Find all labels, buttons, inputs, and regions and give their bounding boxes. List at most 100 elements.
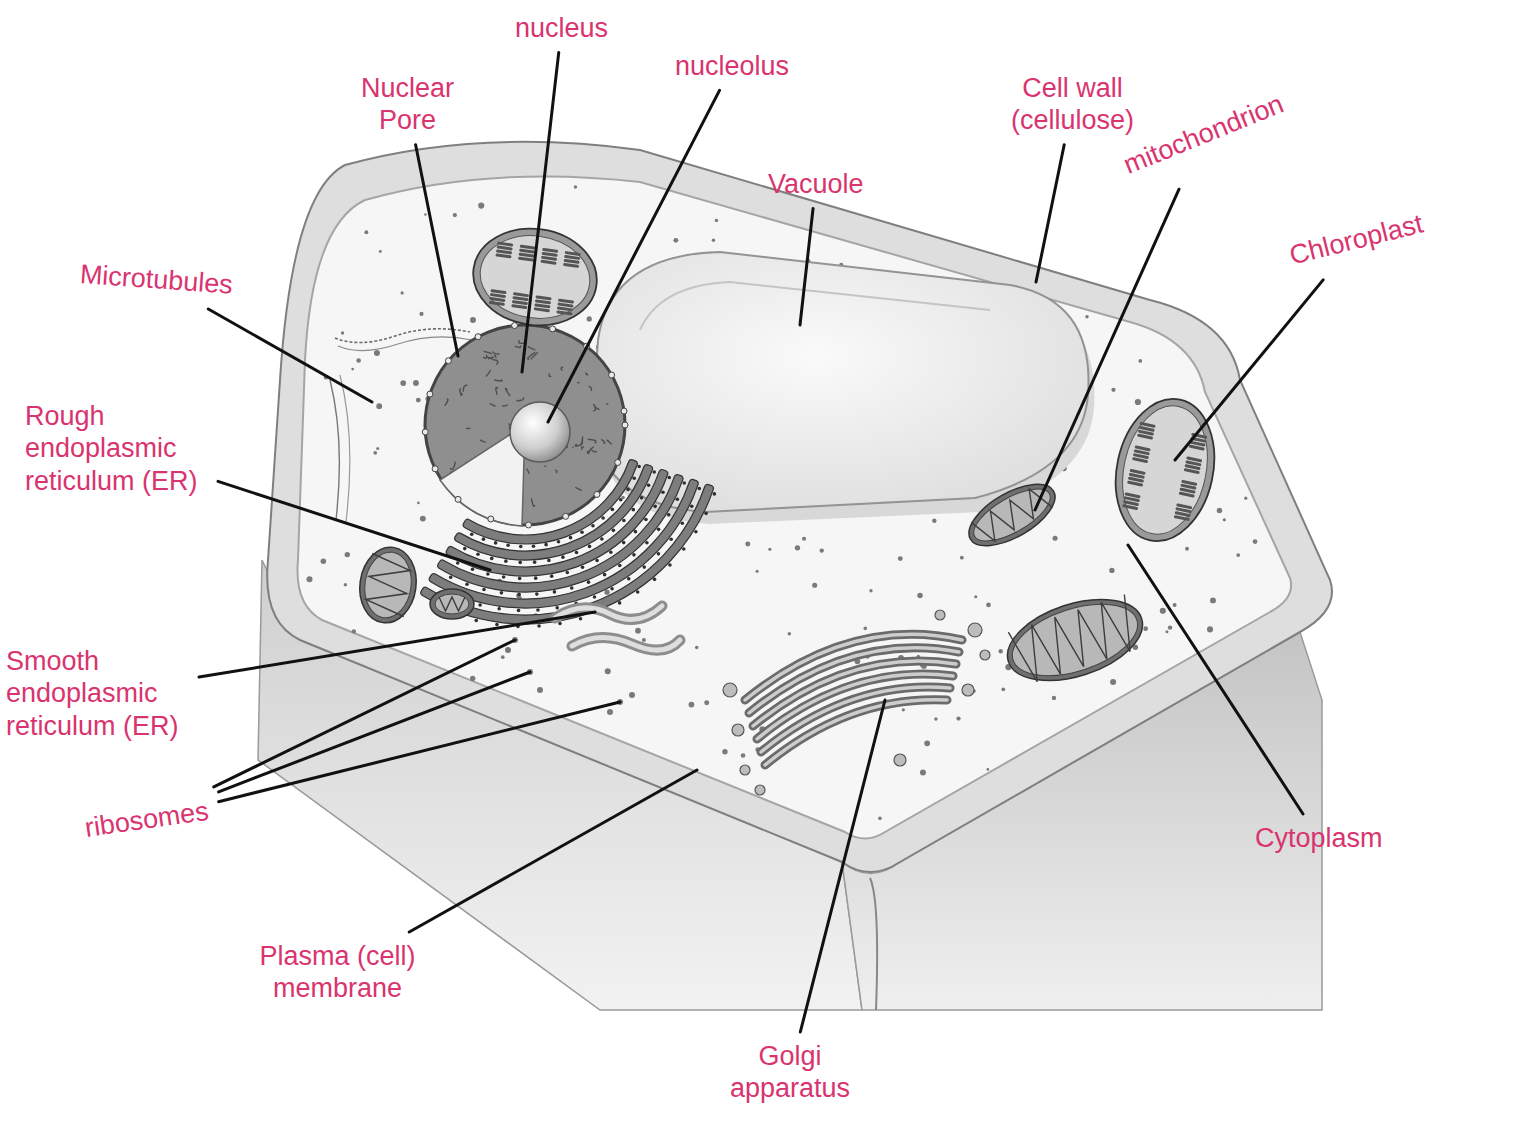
er-ribosome — [694, 530, 698, 534]
er-ribosome — [644, 518, 648, 522]
er-ribosome — [626, 488, 630, 492]
ribosome-dot — [1111, 388, 1115, 392]
er-ribosome — [642, 565, 646, 569]
er-ribosome — [518, 577, 522, 581]
er-ribosome — [569, 536, 573, 540]
er-ribosome — [622, 541, 626, 545]
nuclear-pore — [621, 408, 627, 414]
chromatin-strand — [527, 469, 530, 474]
ribosome-dot — [1165, 630, 1168, 633]
ribosome-dot — [812, 583, 817, 588]
er-ribosome — [500, 591, 504, 595]
chloroplast-envelope — [1103, 390, 1227, 551]
chromatin-strand — [588, 439, 596, 443]
part-label: ribosomes — [83, 795, 211, 844]
mitochondrion — [430, 589, 474, 619]
ribosome-dot — [374, 350, 380, 356]
granum-disc — [495, 253, 511, 258]
ribosome-dot — [924, 740, 930, 746]
ribosome-dot — [1236, 553, 1240, 557]
granum-disc — [489, 301, 505, 306]
ribosome-dot — [689, 702, 695, 708]
golgi-vesicle — [740, 765, 750, 775]
chromatin-strand — [561, 367, 563, 370]
leader-line — [409, 770, 697, 932]
ribosome-dot — [352, 629, 356, 633]
nuclear-pore — [475, 334, 481, 340]
mitochondrion-inner — [361, 549, 416, 621]
er-ribosome — [535, 592, 539, 596]
ribosome-dot — [869, 589, 872, 592]
golgi-vesicle — [723, 683, 737, 697]
part-label: Smooth endoplasmic reticulum (ER) — [6, 645, 191, 742]
ribosome-dots — [306, 185, 1257, 820]
er-ribosome — [645, 541, 649, 545]
er-ribosome — [634, 530, 638, 534]
chromatin-strand — [486, 370, 491, 377]
chloroplast-stroma — [475, 229, 595, 326]
ribosome-dot — [400, 380, 406, 386]
ribosome-dot — [1135, 399, 1141, 405]
mitochondrion — [997, 584, 1152, 696]
er-ribosome — [653, 578, 657, 582]
ribosome-dot — [1110, 679, 1116, 685]
er-ribosome — [561, 555, 565, 559]
cell-wall — [267, 142, 1332, 872]
chromatin-strand — [445, 399, 448, 406]
er-ribosome — [619, 498, 623, 502]
granum-disc — [534, 307, 550, 312]
er-ribosome — [652, 470, 656, 474]
nuclear-pore — [488, 516, 494, 522]
chromatin-strand — [493, 351, 500, 354]
golgi-apparatus — [723, 610, 990, 795]
ribosome-dot — [902, 708, 905, 711]
chromatin-strand — [549, 373, 551, 376]
leader-line — [208, 309, 372, 402]
leader-line — [219, 702, 620, 802]
ribosome-dot — [695, 646, 699, 650]
er-ribosome — [504, 559, 508, 563]
nuclear-pore — [422, 429, 428, 435]
golgi-cisterna — [765, 700, 947, 765]
er-ribosome — [486, 572, 490, 576]
chromatin-strand — [575, 444, 581, 446]
er-ribosome — [497, 607, 501, 611]
granum-disc — [1127, 480, 1143, 486]
nuclear-pore — [432, 466, 438, 472]
leader-line — [548, 90, 720, 422]
granum-disc — [1184, 468, 1200, 474]
chromatin-strand — [494, 355, 496, 358]
er-ribosome — [690, 505, 694, 509]
er-ribosome — [547, 559, 551, 563]
er-ribosome — [682, 481, 686, 485]
ribosome-dot — [1053, 536, 1058, 541]
microtubule — [335, 329, 470, 343]
er-ribosome — [519, 545, 523, 549]
er-ribosome — [647, 483, 651, 487]
er-ribosome — [698, 487, 702, 491]
er-ribosome — [587, 580, 591, 584]
er-ribosome — [495, 623, 499, 627]
ribosome-dot — [344, 583, 347, 586]
granum-disc — [1174, 515, 1190, 521]
chromatin-strand — [585, 373, 587, 375]
chromatin-strand — [480, 440, 485, 442]
granum-disc — [511, 304, 527, 309]
er-ribosome — [667, 513, 671, 517]
ribosome-dot — [537, 687, 543, 693]
ribosome-dot — [306, 576, 312, 582]
er-ribosome — [471, 567, 475, 571]
part-label: Plasma (cell) membrane — [255, 940, 420, 1005]
ribosome-dot — [795, 545, 800, 550]
granum-disc — [563, 263, 579, 268]
chromatin-strand — [591, 450, 597, 452]
ribosome-dot — [351, 368, 354, 371]
ribosome-dot — [1001, 687, 1005, 691]
cell-body — [258, 142, 1332, 1010]
er-ribosome — [637, 465, 641, 469]
er-ribosome — [555, 606, 559, 610]
chromatin-strand — [607, 440, 612, 444]
er-ribosome — [668, 563, 672, 567]
ribosome-dot — [999, 649, 1003, 653]
ribosome-dot — [745, 542, 750, 547]
